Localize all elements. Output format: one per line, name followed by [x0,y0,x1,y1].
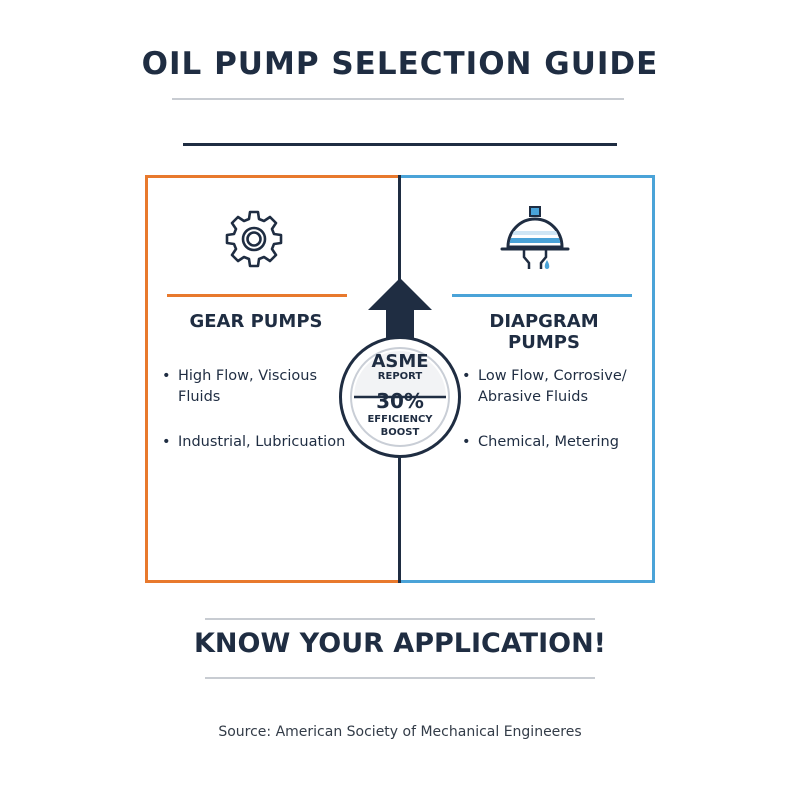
diaphragm-bullet-1: • Low Flow, Corrosive/ Abrasive Fluids [462,368,627,405]
bullet-dot: • [162,434,171,450]
badge-value: 30% [376,389,424,413]
page-title: OIL PUMP SELECTION GUIDE [141,46,659,82]
bullet-dot: • [162,368,171,384]
diaphragm-pumps-heading: DIAPGRAM PUMPS [489,311,599,353]
badge-caption-line1: EFFICIENCY [367,414,433,425]
bullet-dot: • [462,434,471,450]
badge-caption-line2: BOOST [380,427,420,438]
source-citation: Source: American Society of Mechanical E… [218,724,582,740]
badge-ring [350,347,450,447]
footer-top-rule [205,618,595,620]
top-rule [183,143,617,146]
diaphragm-pumps-panel [399,175,655,583]
gear-bullet-2: • Industrial, Lubricuation [162,432,362,453]
diaphragm-bullet-2: • Chemical, Metering [462,432,642,453]
gear-icon [225,210,283,268]
gear-pumps-panel [145,175,402,583]
title-divider [172,98,624,100]
badge-title: ASME [371,351,429,372]
footer-callout: KNOW YOUR APPLICATION! [194,628,606,659]
gear-accent-line [167,294,347,297]
diaphragm-accent-line [452,294,632,297]
gear-bullet-1: • High Flow, Viscious Fluids [162,368,318,405]
badge-subtitle: REPORT [377,371,423,382]
up-arrow-icon [368,278,432,342]
bullet-dot: • [462,368,471,384]
gear-pumps-heading: GEAR PUMPS [189,311,323,332]
footer-bottom-rule [205,677,595,679]
diaphragm-pump-icon [500,206,570,269]
